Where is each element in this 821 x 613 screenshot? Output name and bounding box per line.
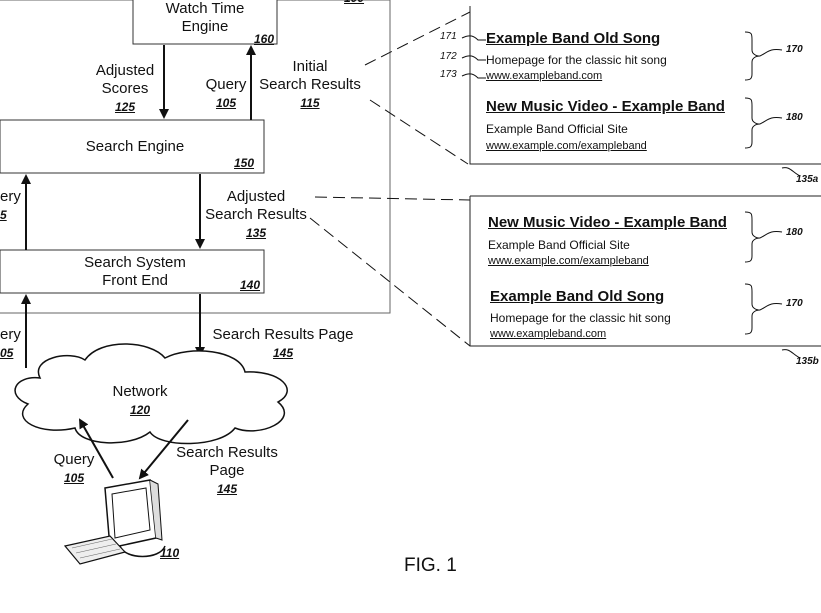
front-end-ref: 140	[240, 278, 261, 292]
callout-line-1	[364, 11, 471, 66]
adjusted-scores-ref: 125	[114, 100, 136, 114]
initial-results-ref: 115	[300, 96, 320, 110]
query-upper-label: Query 105	[196, 76, 256, 112]
panel-a-item2-desc: Example Band Official Site	[486, 122, 628, 136]
search-engine-box	[0, 119, 265, 174]
query-left-top-ref: 5	[0, 208, 7, 222]
query-client-ref: 105	[63, 471, 85, 485]
front-end-box	[0, 249, 265, 294]
initial-results-label: Initial Search Results 115	[254, 58, 366, 112]
panel-a-item2-title[interactable]: New Music Video - Example Band	[486, 98, 725, 115]
query-left-bottom-line1: ery	[0, 326, 21, 343]
system-ref: 100	[344, 0, 364, 5]
callout-line-4	[309, 217, 471, 347]
panel-b-frame	[469, 195, 821, 347]
results-client-ref: 145	[216, 482, 238, 496]
query-left-bottom-ref: 05	[0, 346, 14, 360]
query-client-line1: Query	[53, 451, 95, 468]
network-label: Network 120	[105, 383, 175, 419]
query-upper-ref: 105	[215, 96, 237, 110]
search-engine-ref: 150	[234, 156, 255, 170]
panel-a-ref: 135a	[796, 174, 819, 185]
watch-time-line1: Watch Time	[165, 0, 245, 17]
panel-b-item1-title[interactable]: New Music Video - Example Band	[488, 214, 727, 231]
query-client-arrow	[79, 418, 114, 479]
watch-time-ref: 160	[254, 32, 275, 46]
network-ref: 120	[129, 403, 151, 417]
search-engine-label: Search Engine	[85, 138, 185, 155]
sub-ref-173: 173	[440, 69, 457, 80]
adjusted-results-line2: Search Results	[205, 206, 307, 223]
sub-ref-leaders	[461, 35, 801, 359]
sub-ref-171: 171	[440, 31, 457, 42]
watch-time-line2: Engine	[181, 18, 229, 35]
adjusted-results-ref: 135	[245, 226, 267, 240]
initial-results-line1: Initial	[292, 58, 328, 75]
panel-b-item2-ref: 170	[786, 298, 803, 309]
brace-180-a	[744, 97, 783, 149]
panel-a-item1-ref: 170	[786, 44, 803, 55]
callout-line-3	[314, 196, 471, 201]
brace-180-b	[744, 211, 783, 263]
client-ref: 110	[160, 546, 180, 560]
watch-time-label: Watch Time Engine	[133, 0, 277, 36]
brace-170-b	[744, 283, 783, 335]
system-boundary	[0, 0, 391, 314]
initial-results-line2: Search Results	[259, 76, 361, 93]
query-client-label: Query 105	[44, 451, 104, 487]
panel-a-item1-url[interactable]: www.exampleband.com	[486, 70, 603, 82]
sub-ref-172: 172	[440, 51, 457, 62]
front-end-line2: Front End	[102, 272, 168, 289]
panel-b-item1-ref: 180	[786, 227, 803, 238]
results-page-upper-label: Search Results Page 145	[208, 326, 358, 362]
panel-a-item2-url[interactable]: www.example.com/exampleband	[486, 140, 647, 152]
query-left-top-line1: ery	[0, 188, 21, 205]
query-upper-line1: Query	[205, 76, 247, 93]
results-client-line2: Page	[209, 462, 245, 479]
results-client-line1: Search Results	[176, 444, 278, 461]
adjusted-results-label: Adjusted Search Results 135	[200, 188, 312, 242]
adjusted-results-line1: Adjusted	[226, 188, 286, 205]
client-computer-icon	[63, 479, 166, 565]
figure-label: FIG. 1	[404, 555, 457, 576]
panel-a-item1-desc: Homepage for the classic hit song	[486, 53, 667, 67]
panel-b-item2-desc: Homepage for the classic hit song	[490, 311, 671, 325]
adjusted-scores-line1: Adjusted	[95, 62, 155, 79]
panel-a-item2-ref: 180	[786, 112, 803, 123]
adjusted-scores-line2: Scores	[101, 80, 149, 97]
panel-b-ref: 135b	[796, 356, 819, 367]
results-page-upper-ref: 145	[272, 346, 294, 360]
panel-a-frame	[469, 6, 821, 165]
watch-time-engine-box	[132, 0, 278, 45]
adjusted-scores-label: Adjusted Scores 125	[90, 62, 160, 116]
panel-b-item2-url[interactable]: www.exampleband.com	[490, 328, 607, 340]
panel-b-item1-url[interactable]: www.example.com/exampleband	[488, 255, 649, 267]
results-client-arrow	[138, 419, 189, 480]
results-page-upper-line1: Search Results Page	[212, 326, 354, 343]
query-left-top-label: ery 5	[0, 188, 21, 224]
callout-line-2	[369, 99, 469, 165]
query-left-bottom-label: ery 05	[0, 326, 21, 362]
panel-a-item1-title[interactable]: Example Band Old Song	[486, 30, 661, 47]
front-end-label: Search System Front End	[60, 254, 210, 290]
brace-170-a	[744, 31, 783, 81]
panel-b-item1-desc: Example Band Official Site	[488, 238, 630, 252]
results-client-label: Search Results Page 145	[168, 444, 286, 498]
front-end-line1: Search System	[84, 254, 186, 271]
network-line1: Network	[112, 383, 168, 400]
panel-b-item2-title[interactable]: Example Band Old Song	[490, 288, 665, 305]
